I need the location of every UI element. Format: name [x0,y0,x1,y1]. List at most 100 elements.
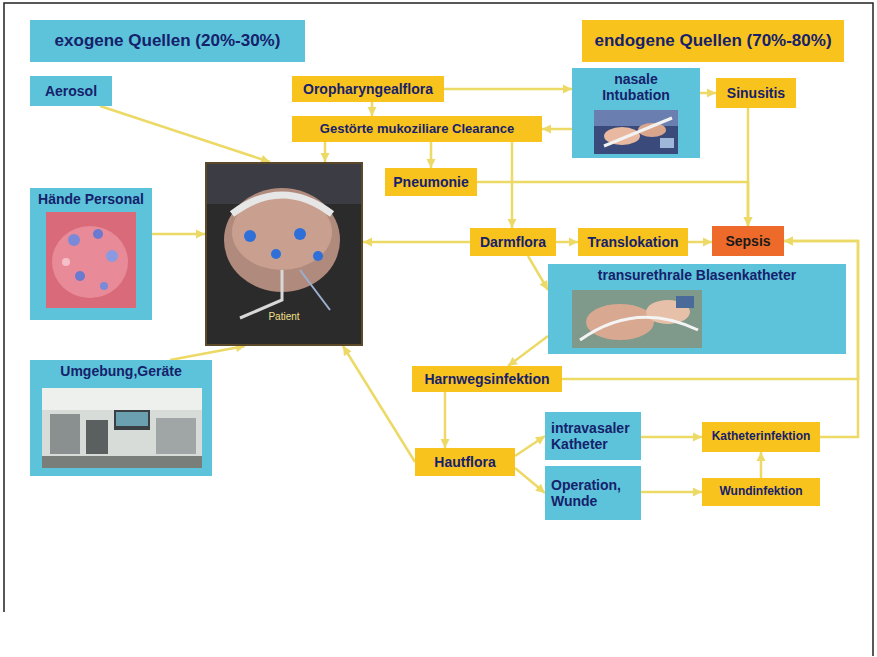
connector-line [760,452,763,478]
connector-line [477,182,748,226]
connector-line [515,468,545,493]
patient-image-box: Patient [205,162,363,346]
node-label: transurethrale Blasenkatheter [598,267,796,283]
node-label: Wundinfektion [719,485,802,499]
patient-photo [207,164,361,344]
connector [508,142,517,228]
connector [427,142,436,168]
connector-line [542,128,572,131]
process-box: Wundinfektion [702,478,820,506]
process-box: Harnwegsinfektion [412,366,562,392]
source-header: endogene Quellen (70%-80%) [582,20,844,62]
connector-line [430,142,433,168]
arrow-head [784,237,793,246]
process-box: Operation, Wunde [545,466,641,520]
connector-line [641,436,702,439]
connector-line [100,106,270,162]
connector-line [152,233,205,236]
node-label: intravasaler Katheter [551,420,635,452]
arrow-head [508,219,517,228]
arrow-head [196,230,205,239]
process-box: Hautflora [415,448,515,476]
node-label: exogene Quellen (20%-30%) [55,31,281,51]
process-box: Darmflora [470,228,556,256]
node-label: Patient [268,311,299,323]
node-label: Harnwegsinfektion [424,371,549,387]
arrow-head [508,357,518,366]
node-label: Sepsis [725,233,770,249]
connector [508,336,548,366]
node-label: Hautflora [434,454,495,470]
intubation-photo [594,110,678,154]
connector [542,125,572,134]
connector-line [641,491,702,494]
arrow-head [703,238,712,247]
node-label: nasale Intubation [586,71,686,103]
connector-line [528,256,548,290]
arrow-head [784,237,793,246]
connector-line [444,88,572,91]
node-label: Oropharyngealflora [303,81,433,97]
process-box: Hände Personal [30,188,152,320]
process-box: Translokation [578,228,688,256]
node-label: Sinusitis [727,85,785,101]
connector-line [515,436,545,456]
process-box: Katheterinfektion [702,422,820,452]
connector [368,102,377,116]
connector [641,433,702,442]
process-box: nasale Intubation [572,68,700,158]
process-box: Pneumonie [385,168,477,196]
node-label: Hände Personal [38,191,144,207]
source-header: exogene Quellen (20%-30%) [30,20,305,62]
connector [515,468,545,493]
connector-line [371,102,374,116]
sepsis-box: Sepsis [712,226,784,256]
node-label: endogene Quellen (70%-80%) [594,31,831,51]
connector [556,238,578,247]
arrow-head [693,488,702,497]
connector [515,436,545,456]
arrow-head [535,436,545,445]
arrow-head [535,484,545,493]
arrow-head [757,452,766,461]
process-box: Sinusitis [716,78,796,108]
connector-line [170,346,245,360]
arrow-head [563,85,572,94]
arrow-head [707,89,716,98]
hands-photo [46,212,136,308]
catheter-photo [572,290,702,348]
connector [700,89,716,98]
node-label: Darmflora [480,234,546,250]
connector [688,238,712,247]
connector-line [343,346,415,462]
connector-line [508,336,548,366]
arrow-head [343,346,352,356]
process-box: Gestörte mukoziliare Clearance [292,116,542,142]
process-box: intravasaler Katheter [545,412,641,460]
connector-line [688,241,712,244]
process-box: Umgebung,Geräte [30,360,212,476]
arrow-head [441,439,450,448]
connector-line [363,241,470,244]
node-label: Pneumonie [393,174,468,190]
node-label: Gestörte mukoziliare Clearance [320,122,514,137]
arrow-head [744,217,753,226]
connector-line [700,92,716,95]
process-box: Aerosol [30,76,112,106]
connector [441,392,450,448]
node-label: Operation, Wunde [551,477,635,509]
arrow-head [744,217,753,226]
connector [100,106,270,163]
arrow-head [540,280,548,290]
arrow-head [569,238,578,247]
arrow-head [363,238,372,247]
connector [444,85,572,94]
process-box: Oropharyngealflora [292,76,444,102]
connector [757,452,766,478]
connector [477,182,753,226]
arrow-head [693,433,702,442]
arrow-head [427,159,436,168]
arrow-head [542,125,551,134]
connector [528,256,548,290]
